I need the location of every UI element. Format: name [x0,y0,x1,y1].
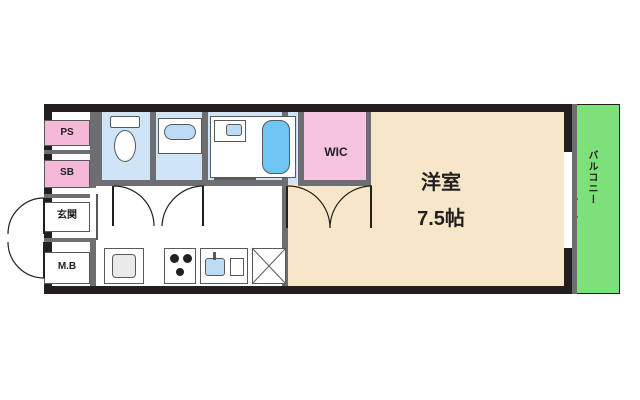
balcony-divider-bottom [566,216,578,218]
partition-ps-bottom [44,150,90,154]
toilet-door-panel [112,186,114,226]
washroom-door-panel [202,186,204,226]
partition-wic-bottom [298,180,370,186]
room-door-arc [329,185,373,229]
stove-burner-back [176,268,184,276]
bath-basin [226,124,242,136]
washroom-door-arc [161,185,205,227]
partition-washroom-right [202,112,208,186]
wic-door-panel [286,186,288,228]
sink-drainboard [230,258,244,276]
sb-block [44,160,90,188]
exterior-wall-bottom [44,286,572,294]
sink-basin [205,258,225,276]
partition-toilet-right [150,112,156,186]
mb-block [44,252,90,284]
ps-block [44,120,90,146]
partition-toilet-left [96,112,102,186]
partition-wic-right [366,112,371,186]
partition-wet-bottom [96,180,286,186]
partition-bath-right [298,112,304,186]
balcony-fill [576,104,620,294]
sink-faucet [213,252,216,260]
partition-left-column [90,112,96,188]
label-genkan: 玄関 [57,210,77,221]
entrance-door-arc-upper [7,197,45,235]
partition-main-room [282,112,288,286]
genkan-block [44,202,90,232]
washbasin-bowl [164,124,196,140]
stove-burner-left [170,254,179,263]
partition-genkan-bottom [44,238,96,242]
balcony-divider-top [566,198,578,200]
bathroom-door-line [214,178,256,180]
partition-left-lower [90,240,96,286]
washing-machine-drum [112,254,136,278]
exterior-wall-left [44,104,52,294]
balcony-window-sash [564,150,572,250]
label-sb: SB [60,167,74,178]
partition-genkan-top [44,194,90,198]
label-wic: WIC [324,145,348,159]
label-balcony: バルコニー [586,150,597,205]
shoe-box-x-mark [251,247,287,285]
label-washitsu-size: 7.5帖 [417,208,465,230]
toilet-bowl [114,130,136,162]
exterior-wall-top [44,104,572,112]
wic-door-arc [287,185,331,229]
room-door-panel [370,186,372,228]
stove-burner-right [183,254,192,263]
label-washitsu: 洋室 [421,172,461,194]
label-ps: PS [60,127,74,138]
label-mb: M.B [57,261,77,272]
entry-step-line [96,194,98,240]
stove-range [164,248,196,284]
toilet-door-arc [113,185,155,227]
toilet-tank [110,116,140,128]
bathtub-fixture [262,120,290,174]
entrance-door-arc-lower [7,241,45,279]
room-wic-fill [303,112,368,184]
